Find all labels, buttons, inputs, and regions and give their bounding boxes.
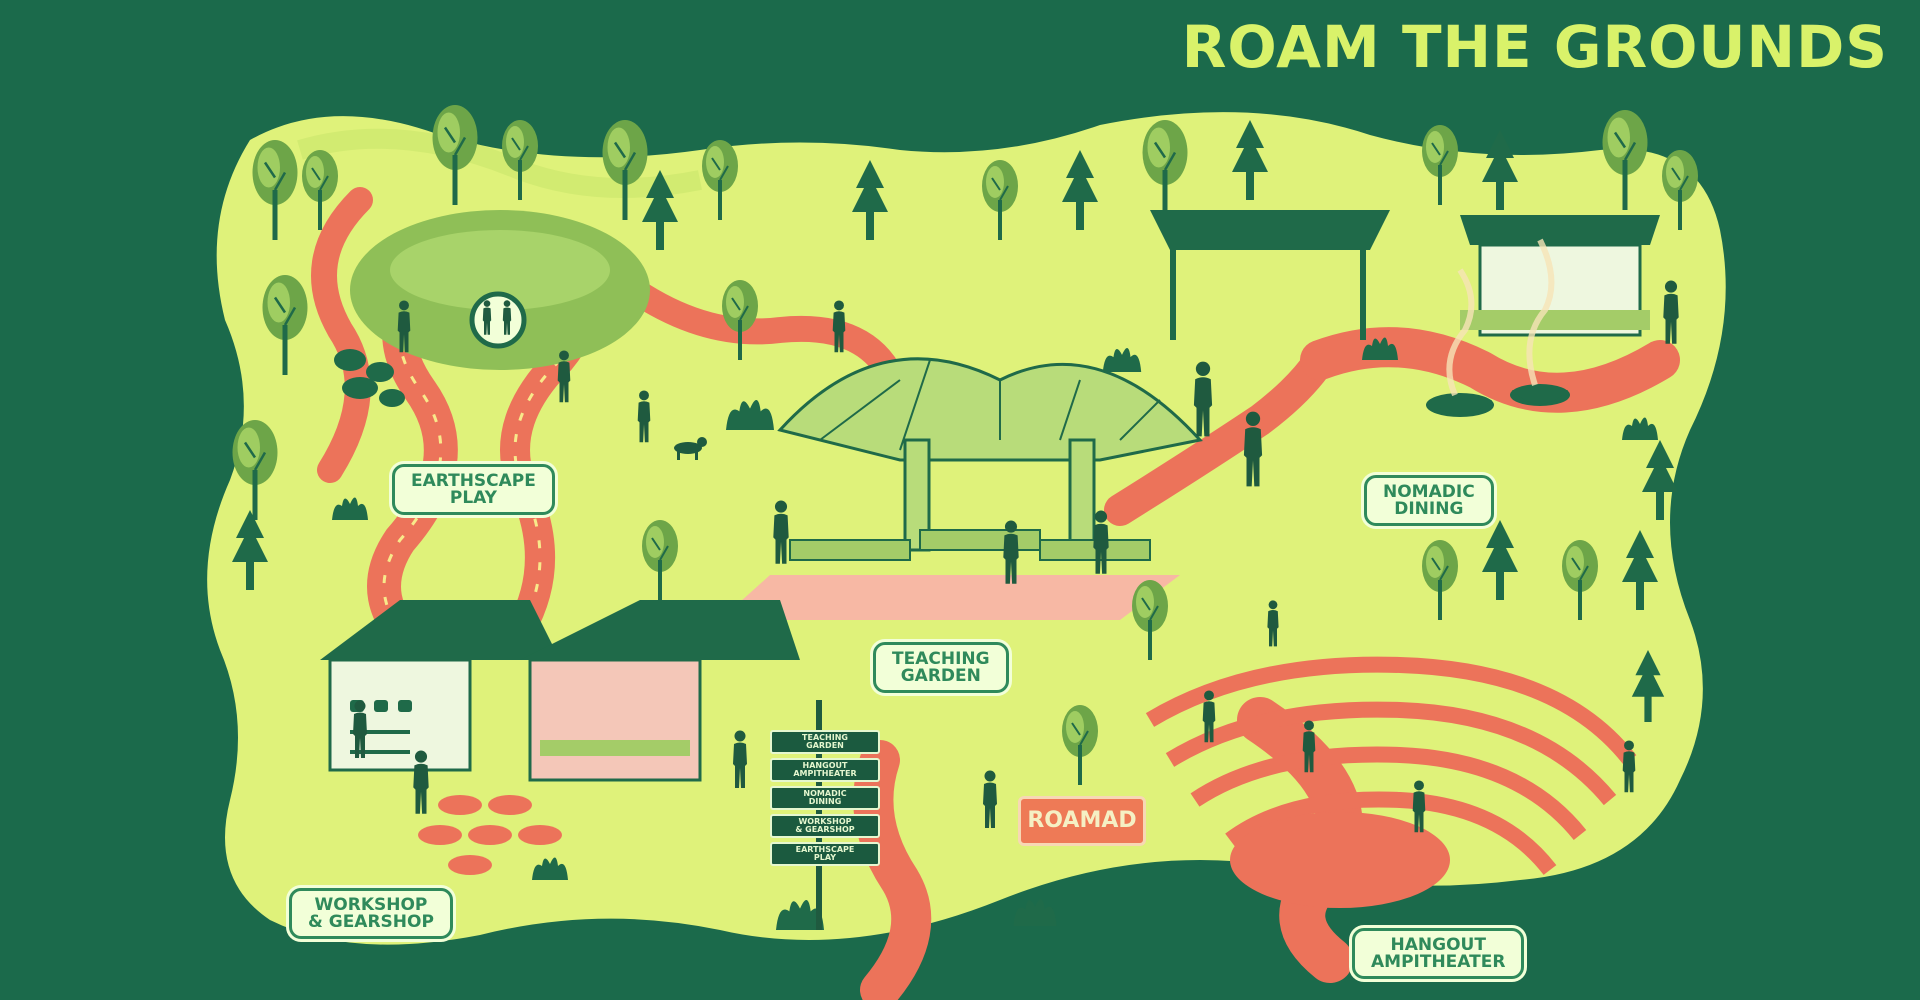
zone-label-line: AMPITHEATER [1371, 952, 1506, 972]
amphitheater-icon [1145, 656, 1637, 875]
workshop-icon [320, 600, 800, 782]
zone-label-line: PLAY [449, 488, 497, 508]
signpost-nomadic-dining[interactable]: NOMADIC DINING [770, 786, 880, 810]
sign-line: GARDEN [806, 741, 844, 750]
page-title: ROAM THE GROUNDS [1181, 13, 1888, 81]
zone-label-earthscape-play[interactable]: EARTHSCAPE PLAY [392, 464, 555, 515]
zone-label-hangout-ampitheater[interactable]: HANGOUT AMPITHEATER [1352, 928, 1525, 979]
signpost-hangout-ampitheater[interactable]: HANGOUT AMPITHEATER [770, 758, 880, 782]
dining-tent-icon [1150, 210, 1660, 340]
zone-label-teaching-garden[interactable]: TEACHING GARDEN [873, 642, 1009, 693]
firepit-icon [1426, 238, 1570, 417]
boulder-pile [334, 349, 405, 407]
zone-label-line: GARDEN [900, 666, 981, 686]
path-dashes [382, 239, 587, 652]
stepping-stones [418, 795, 562, 875]
sign-line: WORKSHOP [798, 817, 852, 826]
entrance-sign: ROAMAD [1018, 796, 1146, 846]
pavilion-icon [720, 357, 1203, 620]
zone-label-workshop-gearshop[interactable]: WORKSHOP & GEARSHOP [289, 888, 453, 939]
zone-label-line: DINING [1394, 499, 1464, 519]
zone-label-line: & GEARSHOP [308, 912, 434, 932]
sign-line: HANGOUT [802, 761, 848, 770]
sign-line: EARTHSCAPE [795, 845, 855, 854]
zone-label-line: WORKSHOP [314, 895, 428, 915]
signpost-teaching-garden[interactable]: TEACHING GARDEN [770, 730, 880, 754]
signpost-workshop-gearshop[interactable]: WORKSHOP & GEARSHOP [770, 814, 880, 838]
zone-label-line: NOMADIC [1383, 482, 1475, 502]
dog-icon [674, 437, 707, 460]
sign-line: AMPITHEATER [793, 769, 857, 778]
zone-label-line: HANGOUT [1390, 935, 1486, 955]
sign-line: PLAY [813, 853, 837, 862]
sign-line: & GEARSHOP [795, 825, 855, 834]
play-tunnel-icon [469, 291, 527, 349]
zone-label-line: TEACHING [892, 649, 990, 669]
zone-label-nomadic-dining[interactable]: NOMADIC DINING [1364, 475, 1494, 526]
signpost-earthscape-play[interactable]: EARTHSCAPE PLAY [770, 842, 880, 866]
sign-line: NOMADIC [803, 789, 847, 798]
sign-line: DINING [808, 797, 842, 806]
sign-line: TEACHING [802, 733, 848, 742]
zone-label-line: EARTHSCAPE [411, 471, 536, 491]
